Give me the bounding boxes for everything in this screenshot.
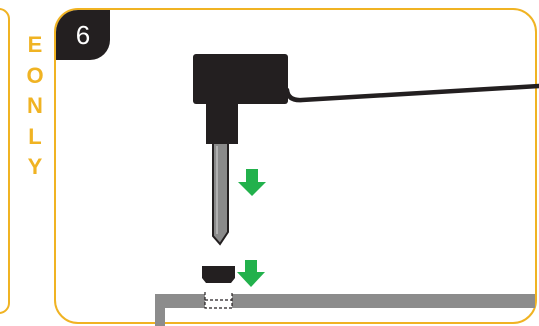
power-cable <box>284 83 539 103</box>
step-panel: 6 <box>54 8 537 324</box>
step-number-badge: 6 <box>56 10 110 60</box>
needle-probe <box>212 142 229 246</box>
device-head <box>193 54 288 104</box>
plug-cap <box>202 266 235 283</box>
vertical-label: E O N L Y <box>22 30 48 183</box>
vertical-label-letter: N <box>27 93 43 118</box>
mounting-hole <box>205 292 232 308</box>
mounting-hole-outline <box>204 292 233 309</box>
vertical-label-letter: L <box>28 123 42 149</box>
device-neck <box>206 100 238 144</box>
arrow-down-icon <box>238 169 266 196</box>
vertical-label-letter: Y <box>27 154 43 179</box>
step-number: 6 <box>75 19 91 50</box>
mounting-surface <box>155 294 535 308</box>
surface-edge <box>155 294 165 326</box>
vertical-label-letter: O <box>26 62 44 88</box>
arrow-down-icon <box>237 260 265 287</box>
vertical-label-letter: E <box>27 32 43 57</box>
